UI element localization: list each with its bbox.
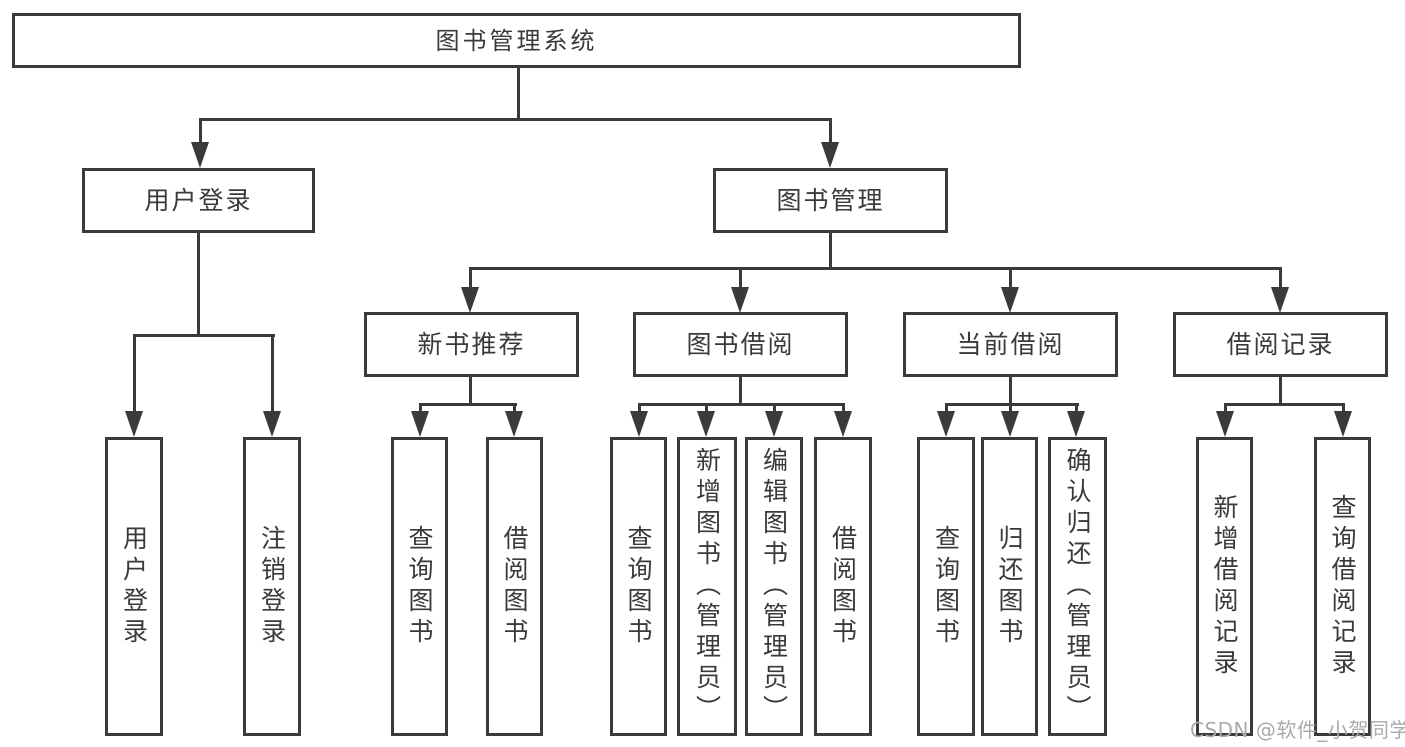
connector-bookmgmt-hline bbox=[469, 267, 1282, 270]
connector-arrow-stem bbox=[469, 269, 472, 289]
connector-arrowhead bbox=[697, 411, 715, 437]
node-user-login: 用户登录 bbox=[82, 168, 315, 233]
connector-arrowhead bbox=[834, 411, 852, 437]
connector-arrow-stem bbox=[638, 405, 641, 413]
root-node-library-system: 图书管理系统 bbox=[12, 13, 1021, 68]
connector-userlogin-stem bbox=[197, 233, 200, 337]
connector-root-stem bbox=[517, 68, 520, 121]
connector-cb-stem bbox=[1009, 377, 1012, 406]
connector-userlogin-hline bbox=[133, 334, 275, 337]
connector-br-stem bbox=[1279, 377, 1282, 406]
connector-arrow-stem bbox=[739, 269, 742, 289]
leaf-nbr-borrow-book: 借阅图书 bbox=[486, 437, 543, 736]
connector-arrowhead bbox=[1334, 411, 1352, 437]
connector-br-hline bbox=[1224, 403, 1345, 406]
connector-arrowhead bbox=[731, 287, 749, 313]
connector-arrowhead bbox=[765, 411, 783, 437]
connector-arrow-stem bbox=[199, 120, 202, 146]
connector-arrowhead bbox=[461, 287, 479, 313]
connector-arrowhead bbox=[1271, 287, 1289, 313]
leaf-nbr-query-book: 查询图书 bbox=[391, 437, 448, 736]
connector-nbr-hline bbox=[419, 403, 517, 406]
node-new-book-recommend: 新书推荐 bbox=[364, 312, 579, 377]
connector-arrow-stem bbox=[705, 405, 708, 413]
leaf-user-login: 用户登录 bbox=[105, 437, 163, 736]
leaf-bb-add-book-admin: 新增图书（管理员） bbox=[677, 437, 737, 736]
connector-arrow-stem bbox=[1009, 405, 1012, 413]
leaf-cb-query-book: 查询图书 bbox=[917, 437, 975, 736]
leaf-logout: 注销登录 bbox=[243, 437, 301, 736]
connector-arrow-stem bbox=[945, 405, 948, 413]
node-book-management: 图书管理 bbox=[713, 168, 948, 233]
connector-arrowhead bbox=[1001, 411, 1019, 437]
leaf-cb-return-book: 归还图书 bbox=[981, 437, 1038, 736]
connector-arrow-stem bbox=[133, 336, 136, 413]
connector-bookmgmt-stem bbox=[829, 233, 832, 270]
leaf-br-query-record: 查询借阅记录 bbox=[1314, 437, 1371, 736]
leaf-bb-borrow-book: 借阅图书 bbox=[814, 437, 872, 736]
node-book-borrow: 图书借阅 bbox=[633, 312, 848, 377]
connector-nbr-stem bbox=[469, 377, 472, 406]
connector-arrowhead bbox=[125, 411, 143, 437]
connector-arrowhead bbox=[263, 411, 281, 437]
connector-arrowhead bbox=[505, 411, 523, 437]
connector-arrow-stem bbox=[1075, 405, 1078, 413]
connector-arrow-stem bbox=[829, 120, 832, 146]
connector-arrow-stem bbox=[842, 405, 845, 413]
leaf-bb-query-book: 查询图书 bbox=[610, 437, 667, 736]
connector-arrow-stem bbox=[1279, 269, 1282, 289]
node-borrow-records: 借阅记录 bbox=[1173, 312, 1388, 377]
connector-arrowhead bbox=[411, 411, 429, 437]
connector-arrowhead bbox=[937, 411, 955, 437]
connector-arrowhead bbox=[821, 142, 839, 168]
leaf-br-add-record: 新增借阅记录 bbox=[1196, 437, 1253, 736]
connector-arrow-stem bbox=[513, 405, 516, 413]
connector-arrowhead bbox=[191, 142, 209, 168]
connector-arrowhead bbox=[630, 411, 648, 437]
connector-arrow-stem bbox=[419, 405, 422, 413]
connector-arrow-stem bbox=[773, 405, 776, 413]
connector-arrowhead bbox=[1216, 411, 1234, 437]
connector-arrow-stem bbox=[1224, 405, 1227, 413]
connector-bb-stem bbox=[739, 377, 742, 406]
connector-arrow-stem bbox=[1342, 405, 1345, 413]
connector-root-hline bbox=[199, 118, 832, 121]
leaf-cb-confirm-return-admin: 确认归还（管理员） bbox=[1048, 437, 1107, 736]
leaf-bb-edit-book-admin: 编辑图书（管理员） bbox=[745, 437, 803, 736]
connector-cb-hline bbox=[945, 403, 1079, 406]
connector-arrow-stem bbox=[271, 336, 274, 413]
connector-bb-hline bbox=[638, 403, 845, 406]
node-current-borrow: 当前借阅 bbox=[903, 312, 1118, 377]
csdn-watermark: CSDN @软件_小贺同学 bbox=[1190, 718, 1405, 742]
connector-arrowhead bbox=[1067, 411, 1085, 437]
connector-arrowhead bbox=[1001, 287, 1019, 313]
connector-arrow-stem bbox=[1009, 269, 1012, 289]
